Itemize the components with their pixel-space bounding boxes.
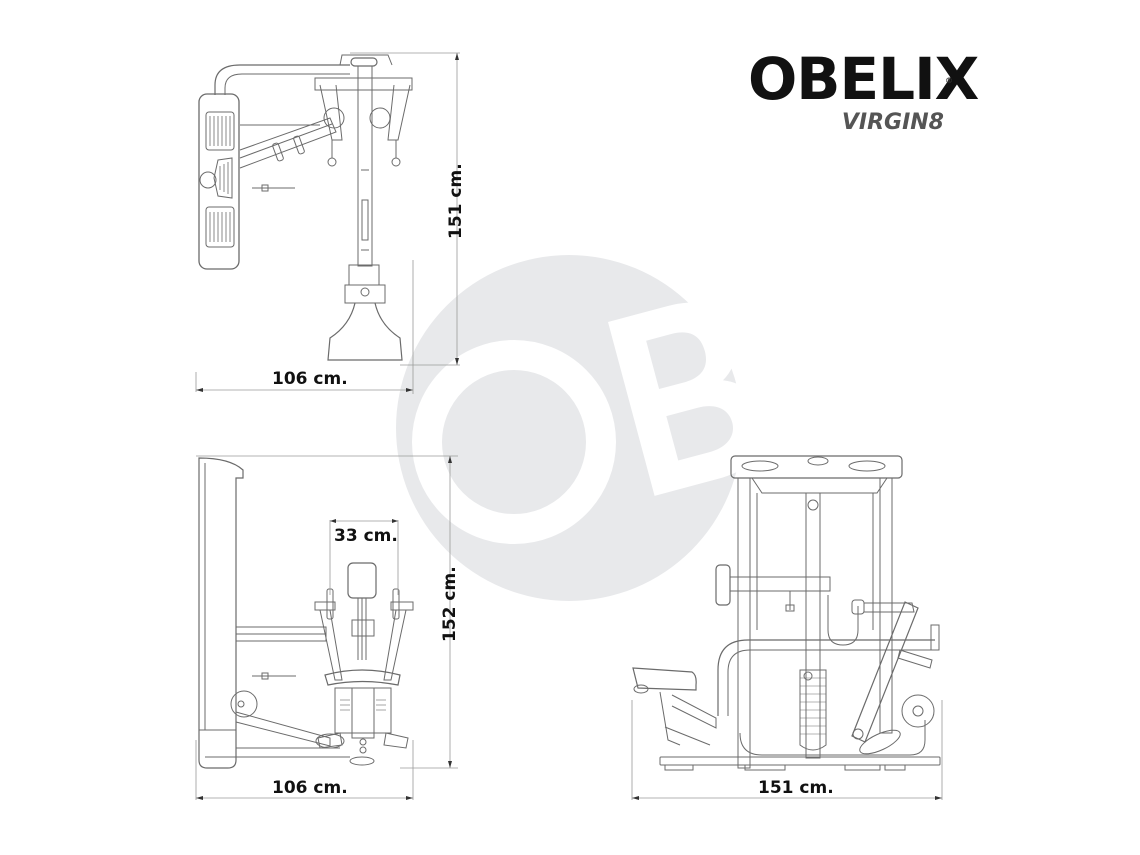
handle-span-label: 33 cm.	[334, 526, 398, 546]
front-view-height-label: 152 cm.	[440, 566, 460, 642]
front-view-drawing	[198, 457, 414, 769]
top-view-depth-label: 151 cm.	[446, 163, 466, 239]
top-view-width-label: 106 cm.	[272, 369, 348, 389]
model-name: VIRGIN8	[841, 110, 944, 135]
brand-logo: OBELIX®	[748, 50, 979, 108]
side-view-length-label: 151 cm.	[758, 778, 834, 798]
brand-block: OBELIX® VIRGIN8	[748, 50, 979, 135]
brand-name: OBELIX	[748, 45, 979, 113]
front-view-width-label: 106 cm.	[272, 778, 348, 798]
registered-mark: ®	[945, 76, 953, 85]
top-view-drawing	[198, 54, 413, 361]
side-view-drawing	[632, 455, 941, 771]
